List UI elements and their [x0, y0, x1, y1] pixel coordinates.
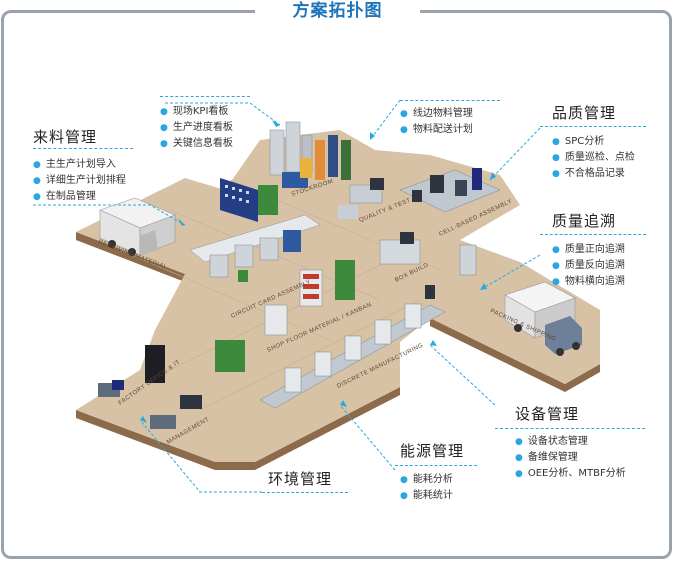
bullet-icon: ● [160, 123, 168, 133]
material-item: ●在制品管理 [33, 191, 96, 202]
title-box: 方案拓扑图 [255, 0, 420, 22]
bullet-icon: ● [552, 169, 560, 179]
energy-underline [395, 465, 477, 466]
environment-underline [262, 492, 348, 493]
quality-item: ●SPC分析 [552, 136, 605, 147]
trace-item: ●质量正向追溯 [552, 244, 625, 255]
quality-underline [540, 126, 646, 127]
factory-office [98, 345, 202, 429]
material-heading: 来料管理 [33, 128, 98, 146]
equipment-heading: 设备管理 [515, 405, 580, 423]
bullet-icon: ● [400, 109, 408, 119]
energy-item: ●能耗统计 [400, 490, 453, 501]
bullet-icon: ● [33, 160, 41, 170]
bullet-icon: ● [552, 245, 560, 255]
board-item: ●关键信息看板 [160, 138, 233, 149]
bullet-icon: ● [552, 137, 560, 147]
quality-list: ●SPC分析 ●质量巡检、点检 ●不合格品记录 [552, 134, 635, 182]
bullet-icon: ● [552, 153, 560, 163]
bullet-icon: ● [160, 139, 168, 149]
box-build [379, 232, 477, 276]
floor-side [76, 387, 400, 470]
quality-item: ●质量巡检、点检 [552, 152, 635, 163]
bullet-icon: ● [552, 277, 560, 287]
connector-arrows [140, 120, 496, 423]
shipping-truck [504, 281, 582, 356]
quality-test [338, 178, 384, 219]
board-list: ●现场KPI看板 ●生产进度看板 ●关键信息看板 [160, 104, 233, 152]
trace-list: ●质量正向追溯 ●质量反向追溯 ●物料横向追溯 [552, 242, 625, 290]
bullet-icon: ● [515, 437, 523, 447]
board-underline [160, 96, 250, 97]
bullet-icon: ● [515, 469, 523, 479]
bullet-icon: ● [400, 475, 408, 485]
quality-heading: 品质管理 [552, 104, 617, 122]
line-item: ●物料配送计划 [400, 124, 473, 135]
cell-assembly [399, 168, 501, 213]
material-underline [33, 148, 133, 149]
energy-item: ●能耗分析 [400, 474, 453, 485]
environment-heading: 环境管理 [268, 470, 333, 488]
kanban-board [220, 178, 278, 222]
receiving-truck [99, 197, 176, 256]
material-item: ●详细生产计划排程 [33, 175, 126, 186]
circuit-assembly [189, 214, 321, 282]
discrete-line [259, 285, 446, 409]
connectors [33, 99, 541, 493]
board-item: ●现场KPI看板 [160, 106, 229, 117]
line-underline [400, 100, 500, 101]
quality-item: ●不合格品记录 [552, 168, 625, 179]
line-list: ●线边物料管理 ●物料配送计划 [400, 106, 473, 138]
floor-side-left [76, 232, 185, 282]
bullet-icon: ● [400, 491, 408, 501]
equipment-item: ●OEE分析、MTBF分析 [515, 468, 626, 479]
material-item: ●主生产计划导入 [33, 159, 116, 170]
bullet-icon: ● [552, 261, 560, 271]
equipment-item: ●设备状态管理 [515, 436, 588, 447]
trace-underline [540, 234, 646, 235]
shopfloor-racks [215, 260, 355, 372]
trace-heading: 质量追溯 [552, 212, 617, 230]
material-list: ●主生产计划导入 ●详细生产计划排程 ●在制品管理 [33, 157, 126, 205]
equipment-underline [495, 428, 645, 429]
bullet-icon: ● [400, 125, 408, 135]
bullet-icon: ● [515, 453, 523, 463]
energy-list: ●能耗分析 ●能耗统计 [400, 472, 453, 504]
stockroom-racks [269, 121, 351, 188]
trace-item: ●物料横向追溯 [552, 276, 625, 287]
line-item: ●线边物料管理 [400, 108, 473, 119]
bullet-icon: ● [33, 192, 41, 202]
board-item: ●生产进度看板 [160, 122, 233, 133]
equipment-list: ●设备状态管理 ●备维保管理 ●OEE分析、MTBF分析 [515, 434, 626, 482]
page-title: 方案拓扑图 [292, 1, 383, 21]
bullet-icon: ● [33, 176, 41, 186]
trace-item: ●质量反向追溯 [552, 260, 625, 271]
bullet-icon: ● [160, 107, 168, 117]
equipment-item: ●备维保管理 [515, 452, 578, 463]
energy-heading: 能源管理 [400, 442, 465, 460]
